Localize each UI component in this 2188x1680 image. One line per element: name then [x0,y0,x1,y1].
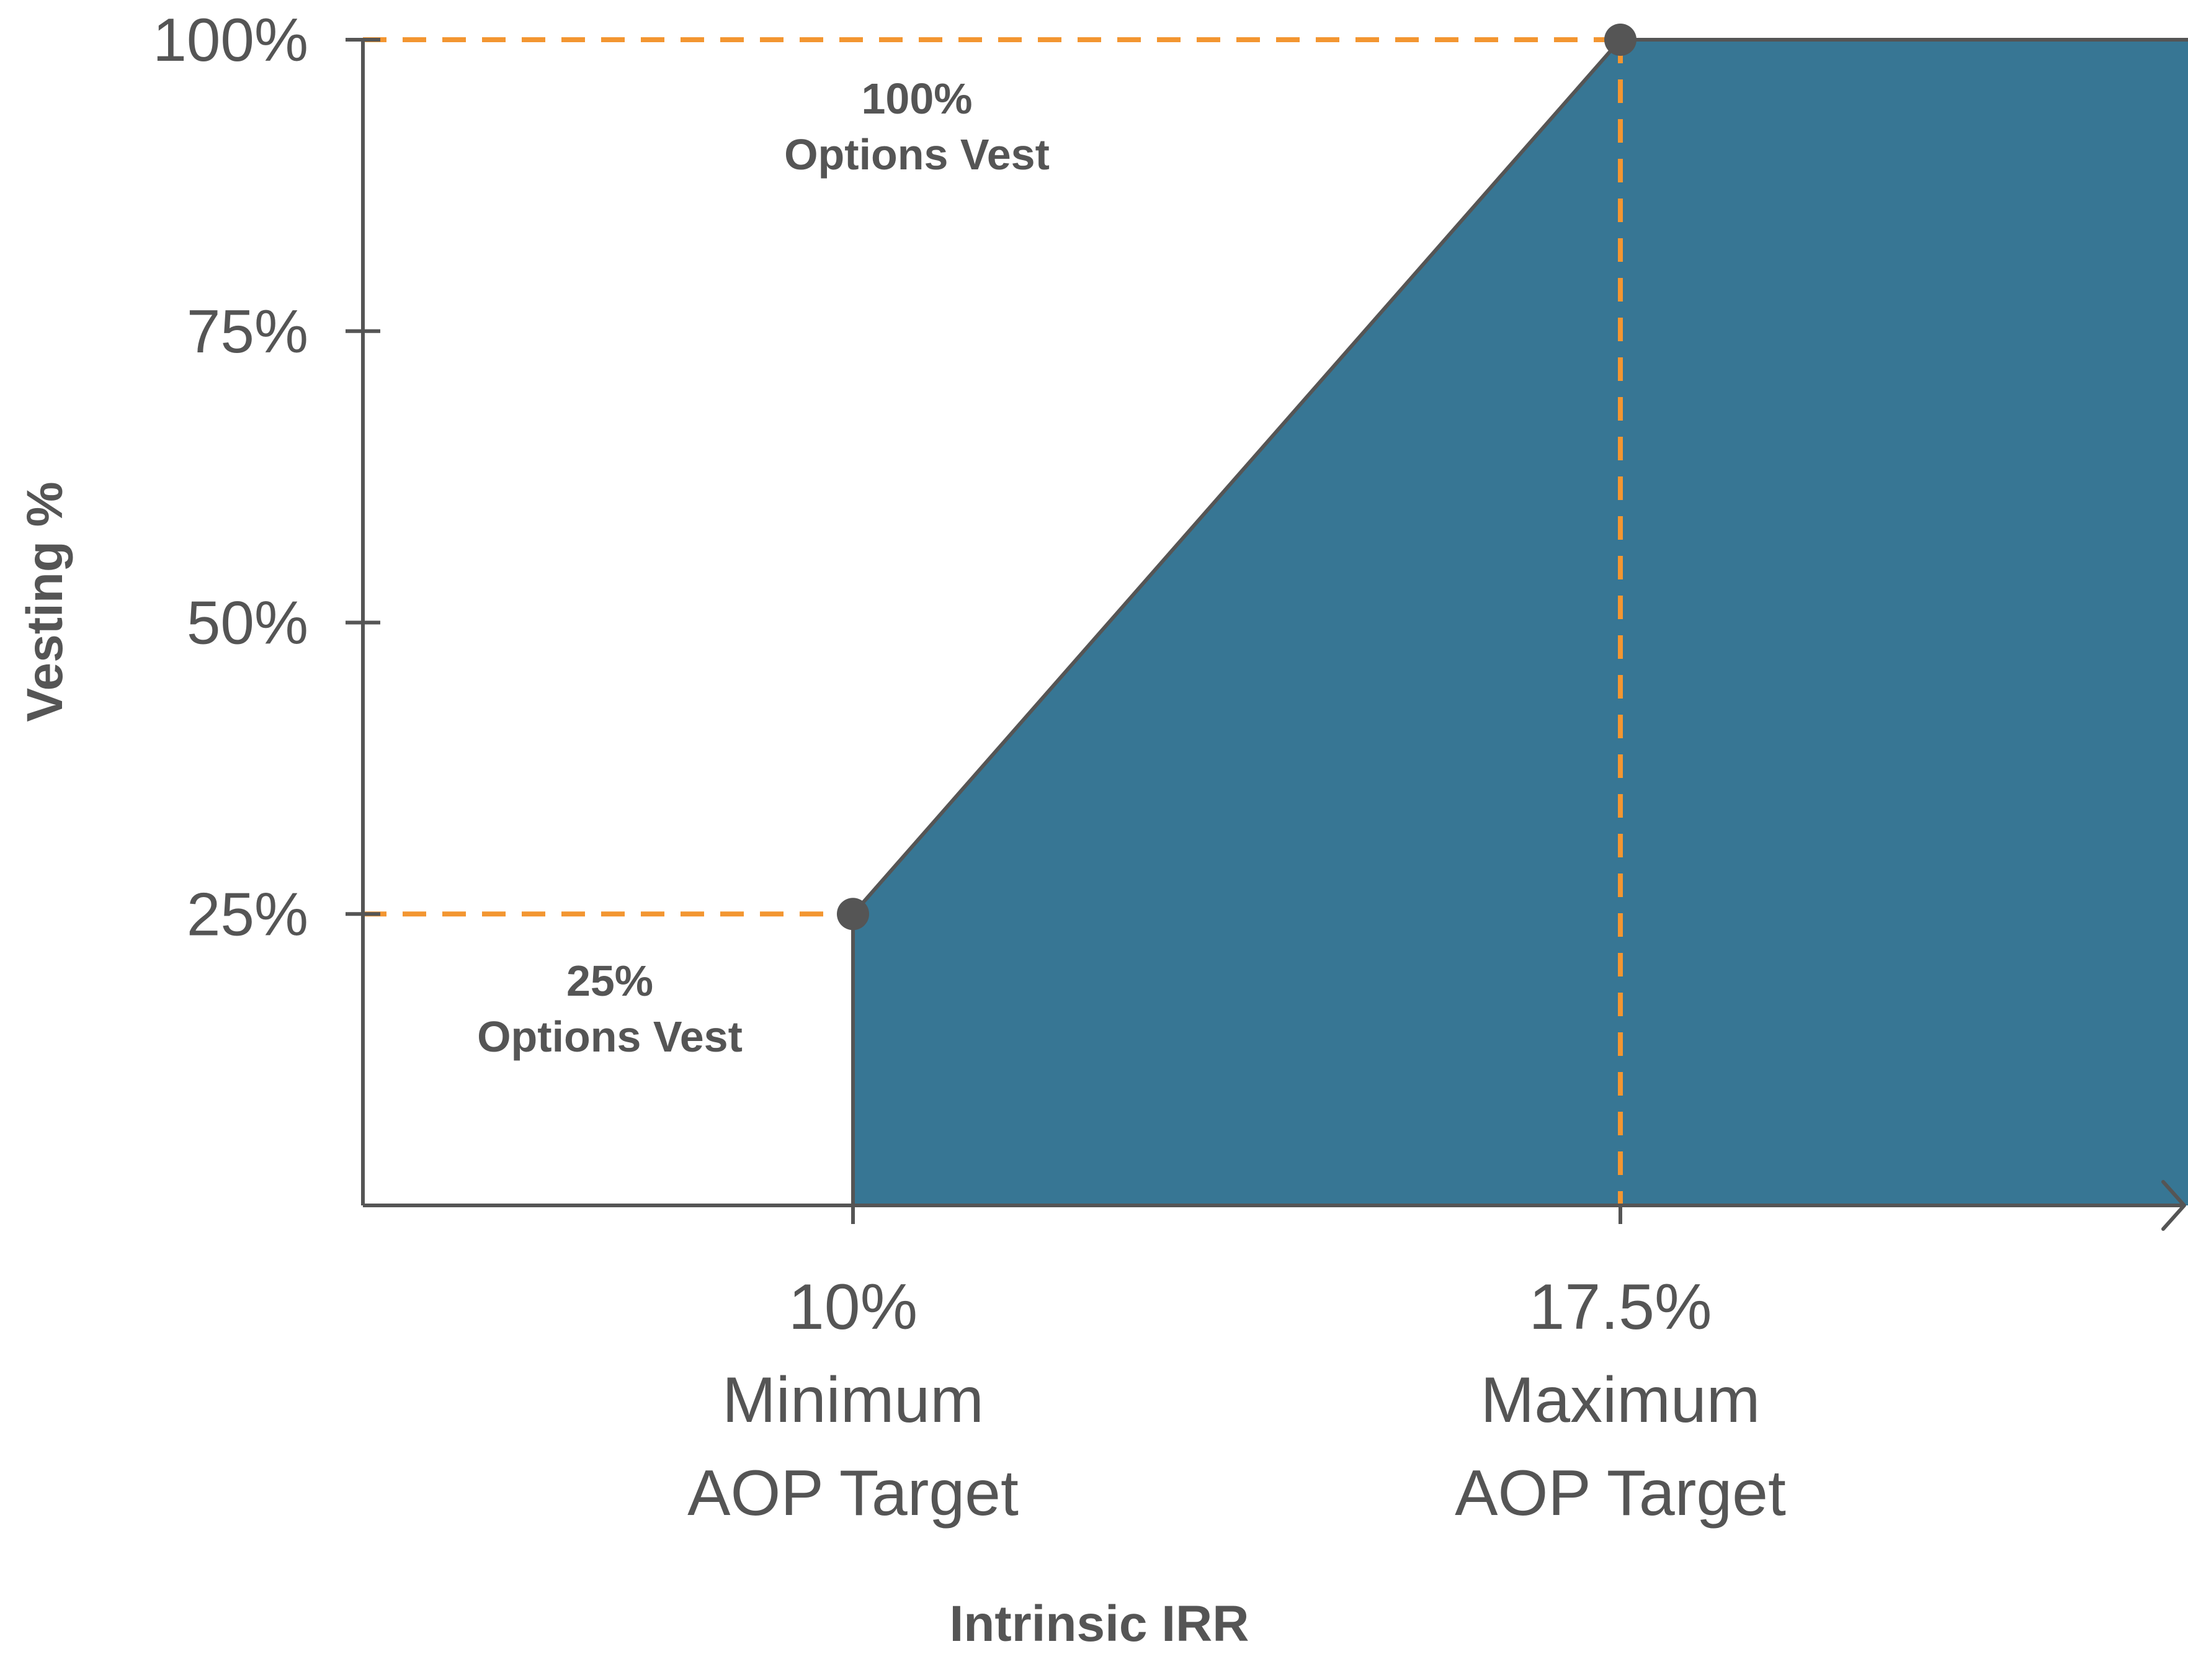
y-tick-label: 75% [187,297,308,365]
y-tick-label: 25% [187,880,308,948]
y-axis-title: Vesting % [17,481,73,722]
x-tick-label: 17.5% [1529,1271,1712,1343]
vesting-area [853,40,2188,1205]
y-tick-label: 100% [153,6,308,74]
x-tick-label: Maximum [1481,1364,1761,1436]
annotation-label: 25% [566,957,653,1005]
annotation-label: 100% [861,74,972,123]
x-tick-label: 10% [788,1271,918,1343]
x-tick-label: AOP Target [687,1457,1019,1529]
x-tick-label: AOP Target [1455,1457,1786,1529]
x-axis-title: Intrinsic IRR [950,1596,1249,1652]
x-tick-label: Minimum [722,1364,984,1436]
y-tick-label: 50% [187,589,308,657]
data-point-marker [1604,24,1637,56]
x-axis-arrow-icon [2161,1180,2186,1231]
annotation-label: Options Vest [784,130,1050,179]
data-point-marker [837,898,869,931]
annotation-label: Options Vest [477,1012,743,1061]
vesting-line [851,38,2188,1205]
